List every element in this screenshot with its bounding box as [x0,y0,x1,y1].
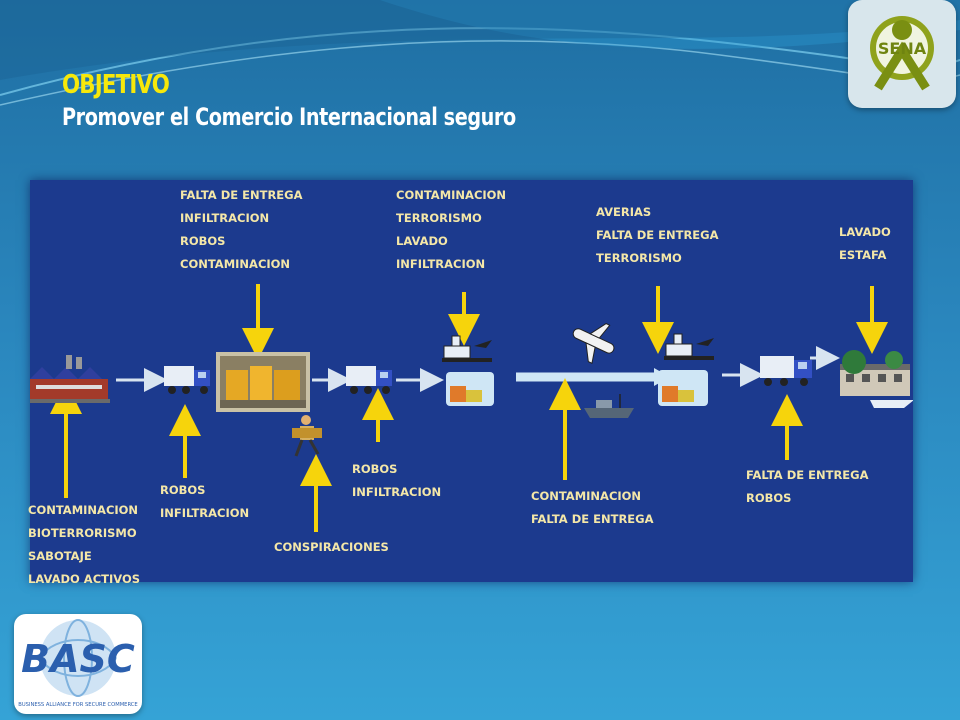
risk-label: ROBOS [180,234,226,248]
risk-label: CONTAMINACION [180,257,291,271]
buyer-building-icon [840,350,913,408]
risk-label: LAVADO ACTIVOS [28,572,141,586]
truck-icon [346,366,392,394]
risk-group-truck-2: ROBOS INFILTRACION [352,458,441,504]
risk-label: INFILTRACION [396,257,486,271]
risk-label: FALTA DE ENTREGA [180,188,303,202]
risk-group-factory: CONTAMINACION BIOTERRORISMO SABOTAJE LAV… [28,499,140,591]
basc-tagline: BUSINESS ALLIANCE FOR SECURE COMMERCE [18,702,137,708]
port-icon [442,335,494,406]
risk-group-transport: CONTAMINACION FALTA DE ENTREGA [531,485,654,531]
risk-label: CONTAMINACION [531,489,642,503]
page-subtitle: Promover el Comercio Internacional segur… [62,103,516,131]
sena-logo-text: SENA [878,39,927,58]
truck-icon [164,366,210,394]
risk-group-warehouse: FALTA DE ENTREGA INFILTRACION ROBOS CONT… [180,184,303,276]
bottom-risk-arrows [50,378,803,532]
risk-label: ROBOS [160,483,206,497]
top-risk-arrows [242,284,888,360]
risk-label: ROBOS [352,462,398,476]
basc-logo-text: BASC [21,637,135,681]
risk-label: ROBOS [746,491,792,505]
risk-label: FALTA DE ENTREGA [596,228,719,242]
risk-group-truck-3: FALTA DE ENTREGA ROBOS [746,464,869,510]
risk-label: TERRORISMO [396,211,482,225]
risk-group-buyer: LAVADO ESTAFA [839,221,891,267]
title-block: OBJETIVO Promover el Comercio Internacio… [62,70,629,134]
risk-label: CONTAMINACION [28,503,139,517]
risk-label: FALTA DE ENTREGA [531,512,654,526]
risk-label: INFILTRACION [180,211,270,225]
risk-group-truck-1: ROBOS INFILTRACION [160,479,249,525]
risk-label: CONSPIRACIONES [274,540,389,554]
risk-label: LAVADO [396,234,448,248]
risk-group-origin-port: CONTAMINACION TERRORISMO LAVADO INFILTRA… [396,184,506,276]
factory-icon [30,355,110,403]
warehouse-icon [216,352,310,412]
page-title: OBJETIVO [62,70,170,100]
sena-logo: SENA [848,0,956,108]
risk-label: ESTAFA [839,248,887,262]
risk-label: SABOTAJE [28,549,92,563]
risk-label: TERRORISMO [596,251,682,265]
risk-group-courier: CONSPIRACIONES [274,536,389,559]
risk-group-destination-port: AVERIAS FALTA DE ENTREGA TERRORISMO [596,201,719,270]
basc-logo: BASC BUSINESS ALLIANCE FOR SECURE COMMER… [14,614,142,714]
risk-label: LAVADO [839,225,891,239]
supply-chain-diagram: FALTA DE ENTREGA INFILTRACION ROBOS CONT… [28,180,913,586]
risk-label: INFILTRACION [160,506,250,520]
courier-person-icon [292,415,322,457]
flow-arrows [116,346,840,392]
airplane-icon [572,322,615,365]
risk-label: FALTA DE ENTREGA [746,468,869,482]
risk-label: AVERIAS [596,205,652,219]
truck-icon [760,356,812,386]
port-icon [658,333,714,406]
risk-label: BIOTERRORISMO [28,526,137,540]
risk-label: CONTAMINACION [396,188,507,202]
ship-icon [584,394,634,418]
risk-label: INFILTRACION [352,485,442,499]
